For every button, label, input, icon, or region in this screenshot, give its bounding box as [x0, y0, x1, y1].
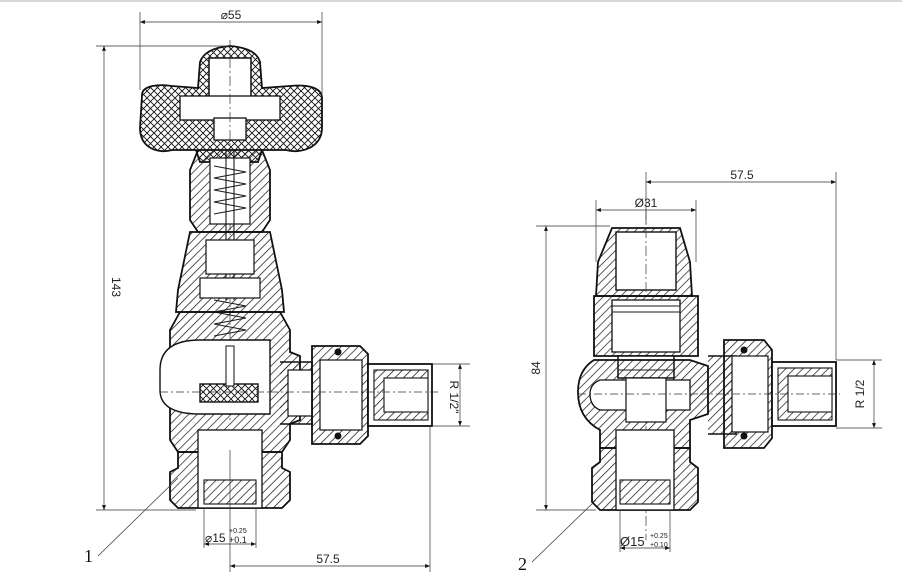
- valve-2-dim-bore-tol-lower: +0.10: [650, 542, 668, 549]
- valve-1-dim-bore-tol-upper: +0.25: [229, 528, 247, 535]
- valve-1-dim-bore-tol-lower: +0.1: [229, 535, 247, 545]
- valve-1-dim-bore: ⌀15: [205, 531, 226, 545]
- valve-1-dim-diameter-top: ⌀55: [221, 8, 242, 22]
- valve-2-dim-bore: Ø15: [620, 534, 645, 549]
- valve-1-dim-height: 143: [109, 277, 123, 297]
- valve-1-callout: 1: [84, 546, 93, 566]
- valve-1-dim-offset: 57.5: [316, 552, 340, 566]
- valve-2-callout: 2: [518, 554, 527, 574]
- valve-2-dim-offset: 57.5: [730, 168, 754, 182]
- valve-1-drawing: ⌀55 143 R 1/2" ⌀15 +0.25 +0.1 57.5 1: [84, 8, 470, 572]
- valve-2-drawing: Ø31 57.5 84 R 1/2 Ø15 +0.25 +0.10 2: [518, 168, 882, 574]
- valve-2-dim-bore-tol-upper: +0.25: [650, 533, 668, 540]
- valve-2-dim-thread: R 1/2: [853, 379, 867, 408]
- valve-1-dim-thread: R 1/2": [447, 381, 461, 414]
- valve-2-dim-height: 84: [529, 361, 543, 375]
